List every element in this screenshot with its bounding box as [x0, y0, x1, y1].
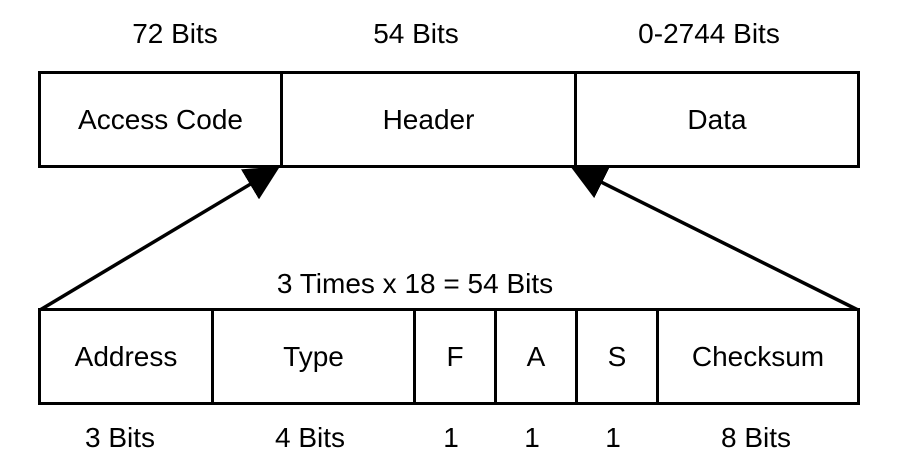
checksum-field-label: Checksum: [691, 340, 825, 372]
access-code-bits-label: 72 Bits: [132, 18, 218, 49]
packet-box: Access Code Header Data: [38, 71, 860, 168]
s-bits-label: 1: [605, 422, 621, 453]
right-expansion-arrow: [570, 166, 859, 312]
header-detail-box: Address Type F A S Checksum: [38, 308, 860, 405]
header-field-label: Header: [382, 103, 475, 135]
a-bits-label: 1: [524, 422, 540, 453]
f-field-label: F: [446, 340, 464, 372]
s-field: S: [575, 311, 656, 402]
header-bits-label: 54 Bits: [373, 18, 459, 49]
a-field-label: A: [526, 340, 546, 372]
checksum-field: Checksum: [656, 311, 857, 402]
data-field: Data: [574, 74, 857, 165]
s-field-label: S: [607, 340, 627, 372]
type-field: Type: [211, 311, 413, 402]
address-bits-label: 3 Bits: [84, 422, 156, 453]
f-bits-label: 1: [443, 422, 459, 453]
data-field-label: Data: [687, 103, 747, 135]
left-expansion-arrow: [39, 166, 281, 312]
a-field: A: [494, 311, 575, 402]
address-field: Address: [41, 311, 211, 402]
address-field-label: Address: [74, 340, 178, 372]
access-code-field: Access Code: [41, 74, 280, 165]
header-detail-caption: 3 Times x 18 = 54 Bits: [276, 268, 554, 299]
data-bits-label: 0-2744 Bits: [638, 18, 780, 49]
f-field: F: [413, 311, 494, 402]
type-bits-label: 4 Bits: [274, 422, 346, 453]
type-field-label: Type: [283, 340, 344, 372]
checksum-bits-label: 8 Bits: [720, 422, 792, 453]
access-code-field-label: Access Code: [78, 103, 243, 135]
header-field: Header: [280, 74, 574, 165]
